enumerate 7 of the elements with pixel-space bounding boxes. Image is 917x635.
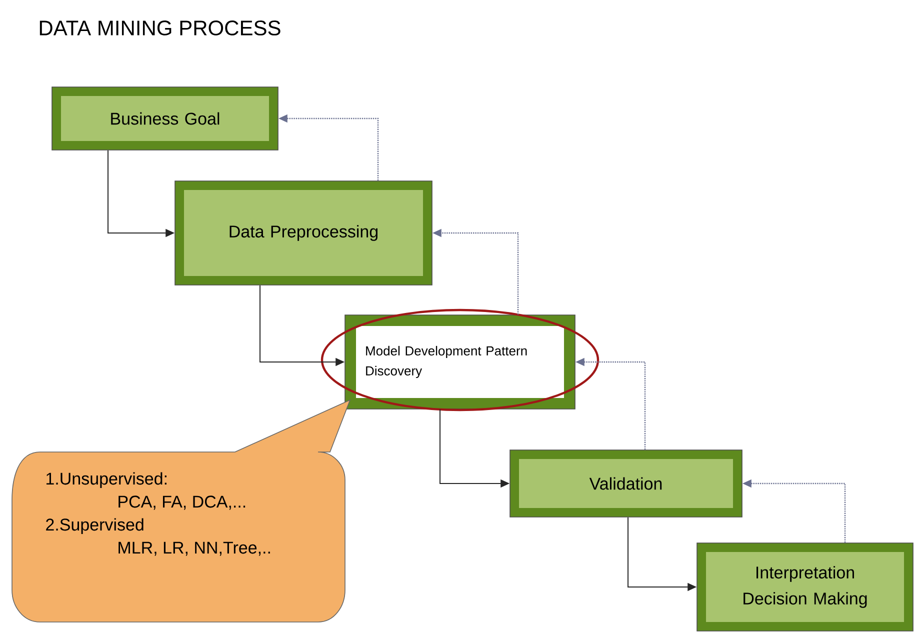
process-box: Interpretation Decision Making — [696, 542, 914, 632]
title: DATA MINING PROCESS — [40, 20, 280, 36]
process-box: Model Development Pattern Discovery — [344, 314, 576, 410]
process-box: Business Goal — [52, 86, 278, 150]
speech-bubble: 1.Unsupervised: PCA, FA, DCA,... 2.Supervised MLR, LR, NN,Tree,.. — [12, 400, 350, 622]
process-box: Validation — [510, 450, 742, 518]
process-box: Data Preprocessing — [174, 180, 432, 286]
